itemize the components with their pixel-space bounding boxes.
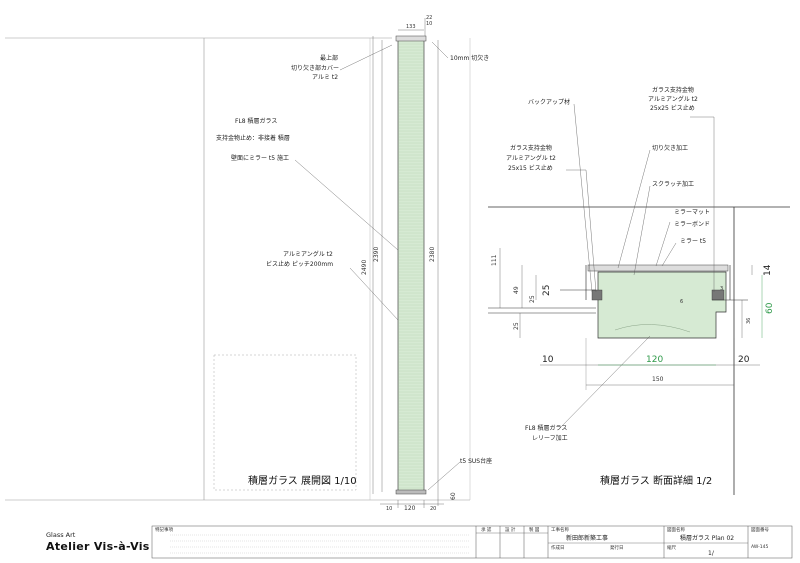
label-scratch: スクラッチ加工 [652, 180, 694, 188]
label-mirror-bond: ミラーボンド [674, 220, 710, 228]
section-view: 111 49 25 25 25 14 60 36 3 6 10 120 20 1… [488, 86, 790, 495]
label-section-glass-1: FL8 積層ガラス [525, 424, 567, 432]
leader-base [427, 461, 461, 491]
dim-25a: 25 [542, 285, 552, 296]
tb-project-label: 工事名称 [551, 526, 569, 533]
tb-project: 新田郎新築工事 [566, 534, 608, 542]
leader-backup [573, 103, 593, 293]
tb-number-label: 図面番号 [751, 526, 769, 533]
label-notch: 10mm 切欠き [450, 54, 489, 62]
tb-left-header: 特記事項 [155, 526, 173, 533]
top-cover [395, 35, 427, 42]
label-support: 支持金物止め：非接着 積層 [216, 134, 290, 142]
label-glass: FL8 積層ガラス [235, 117, 277, 125]
label-mirror: 壁面にミラー t5 施工 [231, 154, 289, 162]
dim-25b: 25 [529, 295, 536, 303]
leader-glass [559, 335, 651, 429]
label-bracket-l-3: 25x15 ビス止め [508, 164, 553, 172]
dim-2380: 2380 [429, 247, 436, 262]
dim-10-bottom: 10 [386, 506, 392, 512]
tb-drawing-label: 図面名称 [667, 526, 685, 533]
label-bracket-l-2: アルミアングル t2 [506, 154, 556, 162]
label-mirror-mat: ミラーマット [674, 209, 710, 216]
sus-base [395, 489, 427, 495]
tb-issue-label: 発行日 [610, 544, 624, 551]
dim-111: 111 [491, 254, 498, 266]
dim-150: 150 [652, 376, 664, 383]
leader-notch [431, 41, 449, 59]
dim-36: 36 [746, 318, 752, 324]
label-base: t5 SUS台座 [460, 457, 492, 465]
dim-6: 6 [680, 299, 683, 305]
label-bracket-r-2: アルミアングル t2 [648, 95, 698, 103]
leader-bracket-l-v [585, 169, 597, 293]
title-block: Glass Art Atelier Vis-à-Vis 特記事項 承 認 設 計… [46, 525, 793, 559]
tb-drawing: 積層ガラス Plan 02 [680, 534, 734, 542]
label-mirror-t5: ミラー t5 [680, 238, 706, 245]
tb-scale-label: 縮尺 [667, 544, 676, 551]
dim-22: 22 [426, 15, 432, 21]
leader-scratch [633, 185, 651, 276]
tb-col-a: 承 認 [481, 526, 492, 533]
dim-2490: 2490 [361, 260, 368, 275]
label-bracket-r-3: 25x25 ビス止め [650, 104, 695, 112]
tb-col-c: 製 図 [529, 526, 540, 533]
dim-3: 3 [720, 286, 723, 292]
leader-mirror-mat [655, 221, 671, 267]
dim-20-bottom: 20 [430, 506, 436, 512]
dim-20-section: 20 [738, 355, 750, 365]
leader-notch-s [617, 149, 651, 269]
label-bracket-l-1: ガラス支持金物 [510, 144, 552, 152]
label-backup: バックアップ材 [528, 98, 570, 106]
brand-line-1: Glass Art [46, 531, 76, 539]
tb-scale: 1/ [708, 550, 715, 557]
dim-120-bottom: 120 [404, 505, 416, 512]
label-top-1: 最上部 [320, 54, 338, 62]
dim-14: 14 [763, 264, 773, 276]
furniture-outline [213, 354, 357, 491]
dim-120-section: 120 [646, 355, 663, 365]
label-section-glass-2: レリーフ加工 [532, 434, 568, 442]
label-notch-section: 切り欠き加工 [652, 144, 688, 152]
mirror-frame [585, 265, 731, 300]
leader-angle [349, 267, 399, 321]
elevation-title: 積層ガラス 展開図 1/10 [248, 474, 357, 487]
dim-25c: 25 [513, 322, 520, 330]
label-angle-2: ビス止め ピッチ200mm [266, 260, 333, 268]
dim-10-section: 10 [542, 355, 554, 365]
label-angle-1: アルミアングル t2 [283, 250, 333, 258]
leader-top [339, 44, 393, 71]
dim-49: 49 [513, 286, 520, 294]
label-top-3: アルミ t2 [312, 74, 338, 81]
dim-60-section: 60 [765, 302, 775, 314]
relief-curve [614, 324, 691, 333]
notes-lines [170, 534, 470, 554]
brand-line-2: Atelier Vis-à-Vis [46, 540, 150, 553]
dim-133: 133 [406, 24, 416, 30]
dim-2390: 2390 [373, 247, 380, 262]
section-title: 積層ガラス 断面詳細 1/2 [600, 474, 712, 487]
mirror-layer [587, 264, 729, 272]
tb-number: AW-145 [751, 544, 768, 550]
bracket-left [591, 289, 603, 301]
title-block-frame [151, 525, 793, 559]
dim-60-elev: 60 [450, 492, 457, 500]
label-bracket-r-1: ガラス支持金物 [652, 86, 694, 94]
tb-date-label: 作成日 [551, 544, 565, 551]
leader-mirror [294, 159, 399, 251]
label-top-2: 切り欠き部カバー [291, 64, 339, 72]
glass-hatch [399, 43, 423, 489]
tb-col-b: 設 計 [505, 526, 516, 533]
leader-mirror-t5 [661, 242, 677, 267]
section-glass [597, 271, 727, 339]
elevation-view: 133 22 10 2490 2390 2380 60 10 120 20 最上… [5, 15, 492, 512]
dim-10-top: 10 [426, 21, 432, 27]
